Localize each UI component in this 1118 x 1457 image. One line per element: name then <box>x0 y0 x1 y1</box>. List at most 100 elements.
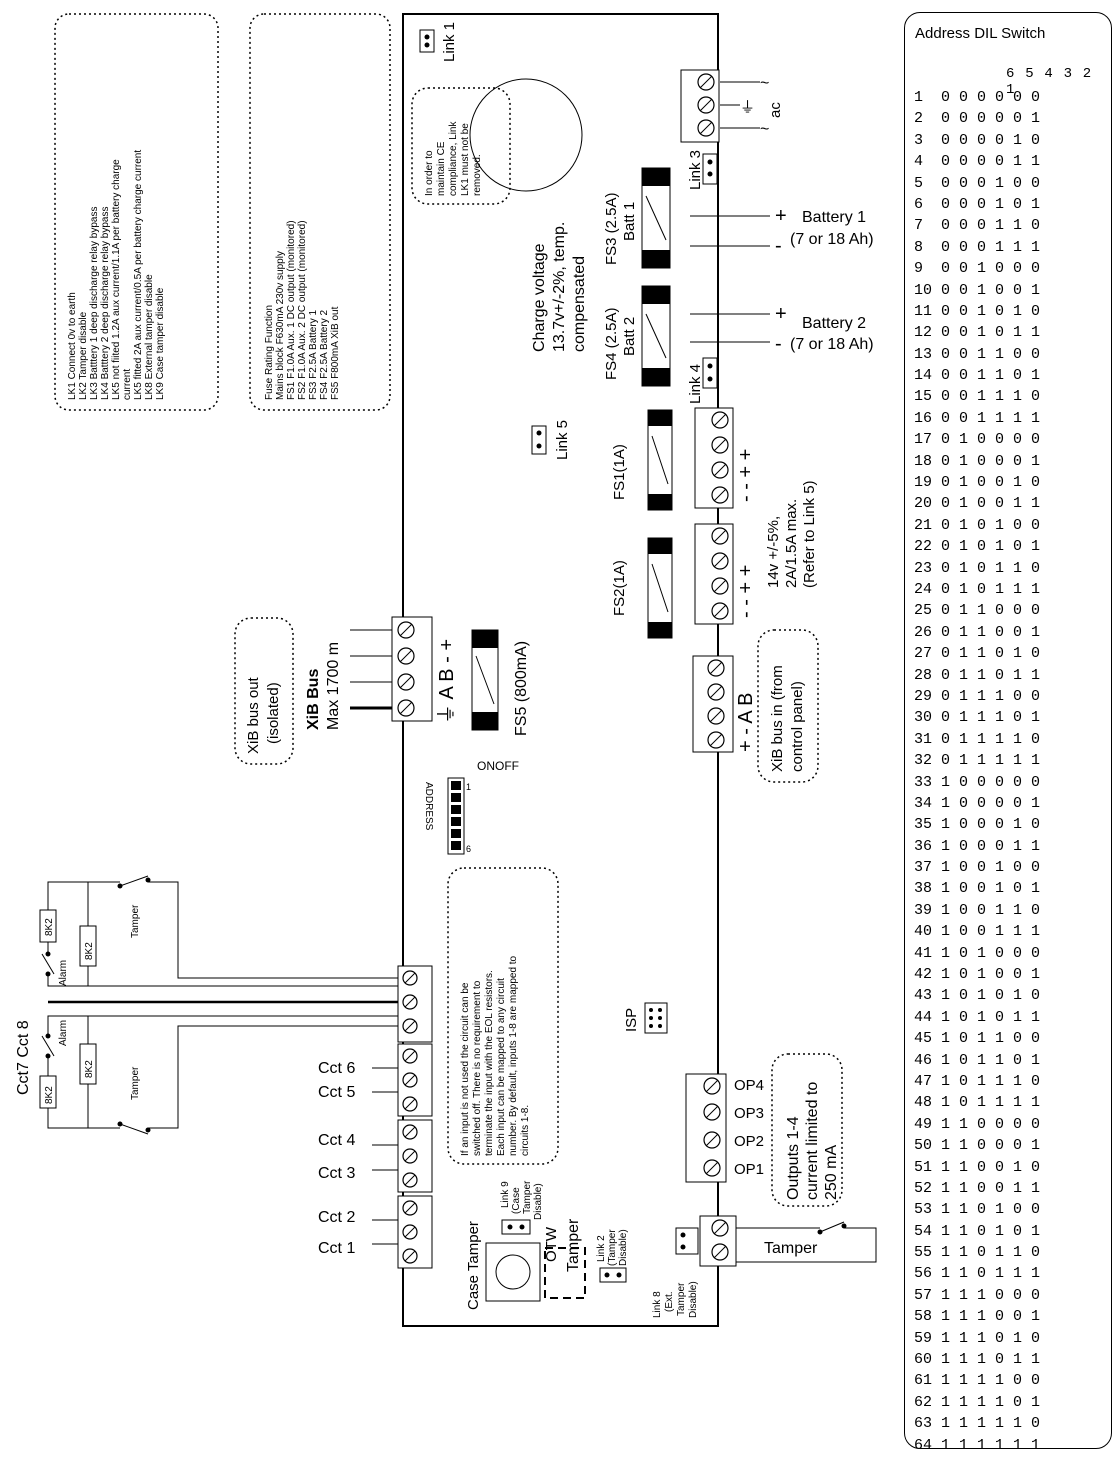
outputs-note-text: Outputs 1-4 current limited to 250 mA <box>785 1077 840 1200</box>
link8-jumper <box>675 1227 699 1255</box>
tamper-label-lower: Tamper <box>130 1066 141 1100</box>
battery1-label: Battery 1 <box>802 209 866 226</box>
alarm-label-2: Alarm <box>58 1020 69 1046</box>
dip-switch-positions <box>451 781 461 850</box>
dil-title: Address DIL Switch <box>915 25 1046 42</box>
dil-row: 58 1 1 1 0 0 1 <box>914 1308 1041 1326</box>
cct7-loop <box>39 875 398 1004</box>
link4-label: Link 4 <box>687 364 704 404</box>
dil-row: 42 1 0 1 0 0 1 <box>914 966 1041 984</box>
dil-row: 43 1 0 1 0 1 0 <box>914 987 1041 1005</box>
otw-label: OTW <box>543 1226 560 1262</box>
cct78-label: Cct7 Cct 8 <box>15 1020 32 1095</box>
cct6-label: Cct 6 <box>318 1060 355 1077</box>
dil-row: 11 0 0 1 0 1 0 <box>914 302 1041 320</box>
dil-row: 53 1 1 0 1 0 0 <box>914 1201 1041 1219</box>
link3-label: Link 3 <box>687 150 704 190</box>
ac-tilde-bottom: ~ <box>760 121 769 138</box>
ce-note-text: In order to maintain CE compliance, Link… <box>424 119 483 196</box>
resistor-label-3: 8K2 <box>44 1086 55 1104</box>
aux-output-spec: 14v +/-5%, 2A/1.5A max. (Refer to Link 5… <box>765 480 818 588</box>
dil-row: 57 1 1 1 0 0 0 <box>914 1286 1041 1304</box>
dil-row: 23 0 1 0 1 1 0 <box>914 559 1041 577</box>
dil-row: 34 1 0 0 0 0 1 <box>914 794 1041 812</box>
inputs-note-box <box>447 867 559 1165</box>
inputs-note-text: If an input is not used the circuit can … <box>460 953 531 1156</box>
xib-in-box <box>757 629 819 783</box>
resistor-label-4: 8K2 <box>84 1060 95 1078</box>
address-label: ADDRESS <box>423 782 434 831</box>
earth-symbol: ⏚ <box>740 99 755 116</box>
address-dil-table: Address DIL Switch 6 5 4 3 2 1 1 0 0 0 0… <box>904 12 1112 1454</box>
link1-label: Link 1 <box>441 22 458 62</box>
dil-row: 39 1 0 0 1 1 0 <box>914 901 1041 919</box>
link4-jumper <box>702 357 718 389</box>
dil-row: 49 1 1 0 0 0 0 <box>914 1115 1041 1133</box>
dil-row: 28 0 1 1 0 1 1 <box>914 666 1041 684</box>
dil-row: 54 1 1 0 1 0 1 <box>914 1222 1041 1240</box>
dil-row: 35 1 0 0 0 1 0 <box>914 816 1041 834</box>
link8-label: Link 8 (Ext. Tamper Disable) <box>652 1280 699 1318</box>
fuse-notes-text: Fuse Rating Function Mains block F630mA … <box>264 218 341 400</box>
cct3-label: Cct 3 <box>318 1165 355 1182</box>
battery2-capacity: (7 or 18 Ah) <box>790 336 874 353</box>
dil-row: 41 1 0 1 0 0 0 <box>914 944 1041 962</box>
ac-label: ac <box>767 102 784 118</box>
fuse-notes-box <box>249 13 391 411</box>
otw-tamper-switch <box>544 1247 586 1299</box>
dil-row: 33 1 0 0 0 0 0 <box>914 773 1041 791</box>
isp-label: ISP <box>623 1008 640 1032</box>
ce-circle <box>469 78 583 192</box>
dil-row: 21 0 1 0 1 0 0 <box>914 516 1041 534</box>
aux2-terminal-labels: - - + + <box>735 565 757 618</box>
links-notes-text: LK1 Connect 0v to earth LK2 Tamper disab… <box>67 147 166 400</box>
charge-voltage-text: Charge voltage 13.7v+/-2%, temp. compens… <box>531 217 588 352</box>
dil-row: 3 0 0 0 0 1 0 <box>914 131 1041 149</box>
dil-row: 15 0 0 1 1 1 0 <box>914 388 1041 406</box>
dil-row: 62 1 1 1 1 0 1 <box>914 1393 1041 1411</box>
dil-row: 10 0 0 1 0 0 1 <box>914 281 1041 299</box>
op4-label: OP4 <box>734 1077 764 1094</box>
links-notes-box <box>54 13 219 411</box>
xib-in-terminal-labels: + - A B <box>735 693 757 752</box>
dil-row: 40 1 0 0 1 1 1 <box>914 923 1041 941</box>
otw-tamper-label: Tamper <box>565 1218 582 1272</box>
ac-tilde-top: ~ <box>760 75 769 92</box>
dil-row: 22 0 1 0 1 0 1 <box>914 538 1041 556</box>
dil-row: 19 0 1 0 0 1 0 <box>914 474 1041 492</box>
dil-row: 13 0 0 1 1 0 0 <box>914 345 1041 363</box>
dil-row: 17 0 1 0 0 0 0 <box>914 431 1041 449</box>
case-tamper-label: Case Tamper <box>465 1221 482 1310</box>
dil-row: 1 0 0 0 0 0 0 <box>914 89 1041 106</box>
dip-num-1: 1 <box>466 782 471 792</box>
dil-header: 6 5 4 3 2 1 <box>1006 66 1093 98</box>
dil-row: 59 1 1 1 0 1 0 <box>914 1329 1041 1347</box>
battery2-minus: - <box>775 333 782 355</box>
xib-out-terminal-labels: ⏚ A B - + <box>436 639 458 724</box>
cct2-label: Cct 2 <box>318 1209 355 1226</box>
fs4-label: FS4 (2.5A) Batt 2 <box>603 303 638 380</box>
dil-row: 32 0 1 1 1 1 1 <box>914 752 1041 770</box>
dil-row: 29 0 1 1 1 0 0 <box>914 687 1041 705</box>
dil-row: 46 1 0 1 1 0 1 <box>914 1051 1041 1069</box>
dil-row: 51 1 1 0 0 1 0 <box>914 1158 1041 1176</box>
battery1-capacity: (7 or 18 Ah) <box>790 231 874 248</box>
op1-label: OP1 <box>734 1161 764 1178</box>
dil-row: 5 0 0 0 1 0 0 <box>914 174 1041 192</box>
dil-row: 38 1 0 0 1 0 1 <box>914 880 1041 898</box>
dil-row: 36 1 0 0 0 1 1 <box>914 837 1041 855</box>
xib-out-box <box>234 617 294 765</box>
dil-row: 6 0 0 0 1 0 1 <box>914 195 1041 213</box>
aux1-terminal-labels: - - + + <box>735 449 757 502</box>
dil-row: 2 0 0 0 0 0 1 <box>914 110 1041 128</box>
dil-row: 60 1 1 1 0 1 1 <box>914 1351 1041 1369</box>
link1-jumper <box>419 29 435 53</box>
battery1-minus: - <box>775 235 782 257</box>
link5-jumper <box>531 425 547 455</box>
xib-bus-max: XiB Bus Max 1700 m <box>305 642 342 730</box>
dil-row: 56 1 1 0 1 1 1 <box>914 1265 1041 1283</box>
case-tamper-switch <box>485 1242 541 1302</box>
dip-on-off: ONOFF <box>477 759 519 773</box>
link9-jumper <box>501 1219 531 1235</box>
